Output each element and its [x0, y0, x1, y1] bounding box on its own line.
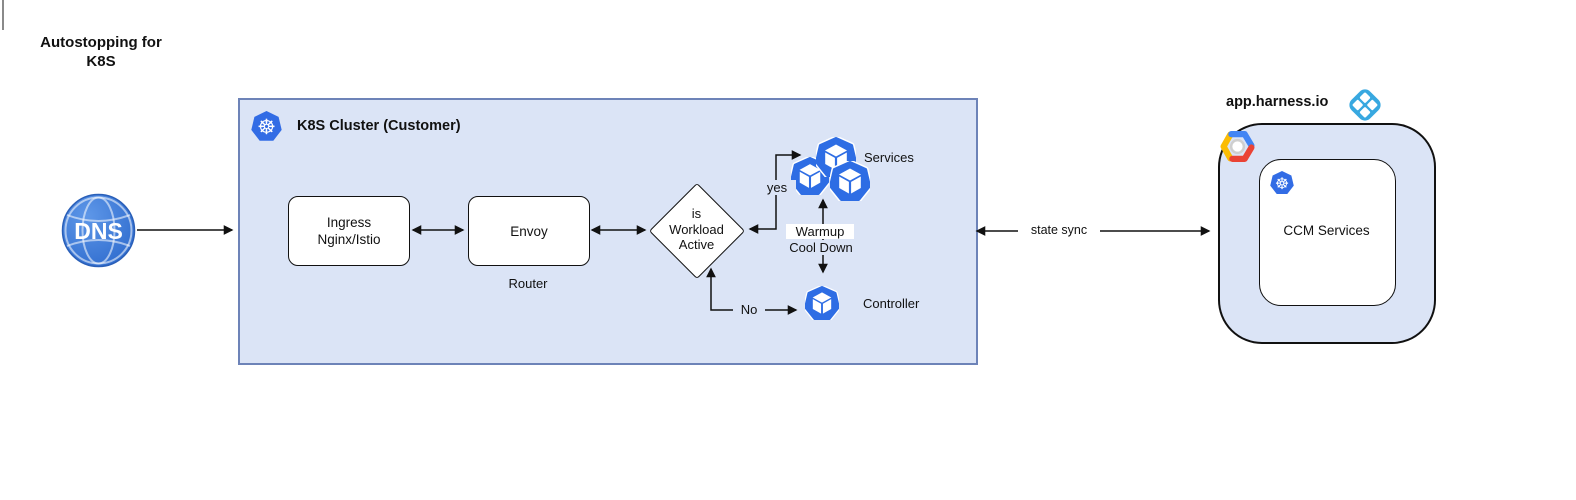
no-edge-label: No	[733, 302, 765, 317]
kubernetes-icon: ☸	[1270, 171, 1294, 195]
page-title: Autostopping for K8S	[40, 34, 162, 70]
gcp-icon	[1220, 131, 1255, 162]
kubernetes-icon: ☸	[251, 111, 282, 141]
state-sync-label: state sync	[1018, 223, 1100, 237]
dns-label: DNS	[74, 218, 123, 244]
dns-globe-icon: DNS	[61, 193, 136, 268]
warmup-label: Warmup	[786, 224, 854, 239]
envoy-node: Envoy	[468, 196, 590, 266]
ingress-node: Ingress Nginx/Istio	[288, 196, 410, 266]
k8s-pod-icon	[830, 161, 870, 201]
router-label: Router	[508, 276, 548, 291]
cropped-edge-line	[2, 0, 4, 30]
harness-logo	[1349, 89, 1381, 121]
cooldown-label: Cool Down	[779, 240, 863, 255]
services-label: Services	[864, 150, 914, 165]
controller-label: Controller	[863, 296, 920, 311]
k8s-pod-icon	[805, 286, 839, 320]
ccm-services-label: CCM Services	[1283, 223, 1370, 238]
decision-label: is Workload Active	[669, 206, 724, 252]
harness-title: app.harness.io	[1226, 94, 1329, 110]
yes-edge-label: yes	[758, 180, 796, 195]
cluster-title: K8S Cluster (Customer)	[297, 118, 461, 134]
